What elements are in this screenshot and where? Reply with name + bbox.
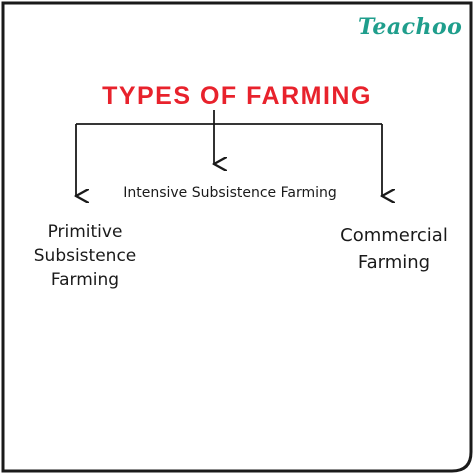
teachoo-logo: Teachoo bbox=[358, 14, 463, 40]
diagram-title: TYPES OF FARMING bbox=[102, 82, 372, 110]
branch-label-commercial: Commercial Farming bbox=[340, 225, 448, 273]
branch-label-intensive-subsistence: Intensive Subsistence Farming bbox=[123, 185, 337, 201]
branch-label-primitive-subsistence: Primitive Subsistence Farming bbox=[33, 222, 137, 290]
